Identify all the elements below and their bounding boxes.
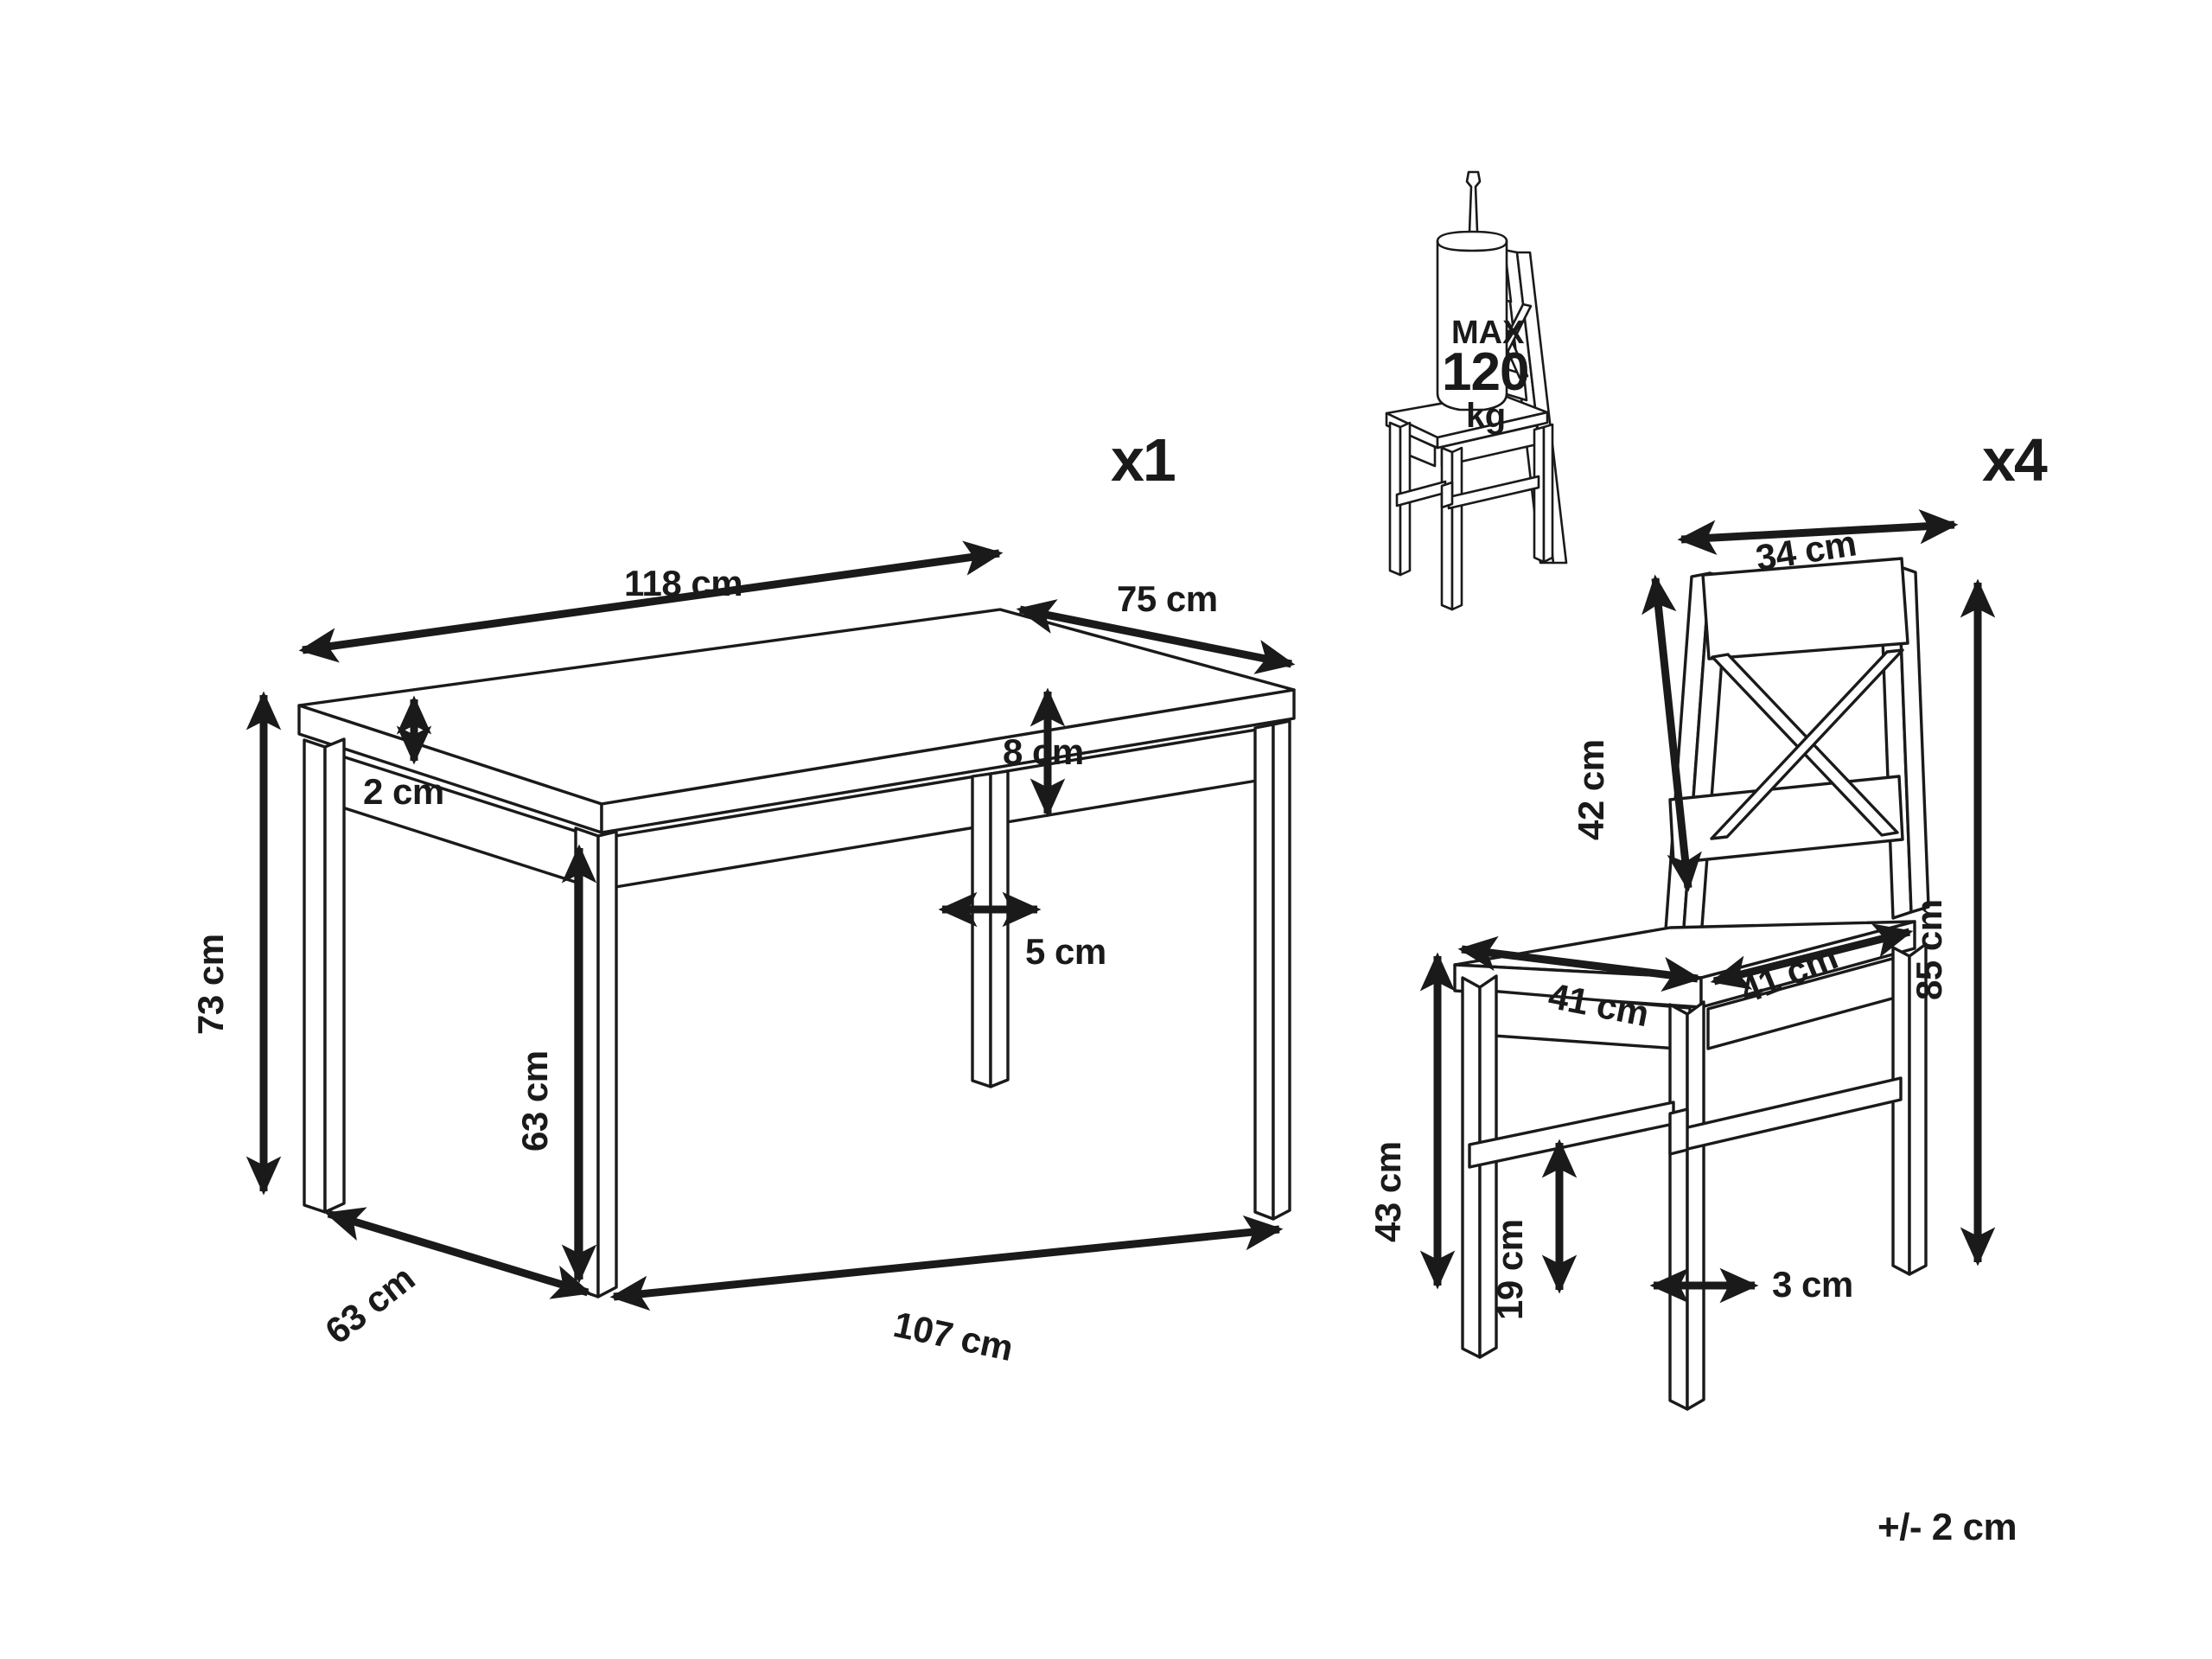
chair-thumbnail-illustration xyxy=(1385,170,1568,611)
dim-label-table-depth: 75 cm xyxy=(1117,578,1218,619)
load-value-label: 120 xyxy=(1442,342,1529,402)
dim-label-table-width: 118 cm xyxy=(624,563,743,603)
chair-quantity-label: x4 xyxy=(1982,426,2048,494)
dimension-arrows xyxy=(245,508,1996,1311)
dim-arrow-107 xyxy=(609,1215,1284,1311)
dim-label-clearance-height: 63 cm xyxy=(514,1050,555,1152)
tolerance-note: +/- 2 cm xyxy=(1877,1506,2018,1548)
dim-label-apron-height: 8 cm xyxy=(1003,731,1084,772)
dim-label-stretcher-height: 19 cm xyxy=(1489,1219,1530,1320)
dim-label-backrest-height: 42 cm xyxy=(1571,739,1611,840)
dim-label-top-thickness: 2 cm xyxy=(363,771,444,812)
dim-label-leg-width: 5 cm xyxy=(1025,931,1106,972)
dim-label-seat-height: 43 cm xyxy=(1367,1141,1408,1242)
dim-arrow-41w xyxy=(1457,935,1702,992)
dim-arrow-42 xyxy=(1641,574,1702,892)
dim-arrow-75 xyxy=(1016,599,1296,674)
dim-label-table-height: 73 cm xyxy=(190,934,231,1035)
table-illustration xyxy=(297,608,1296,1298)
dim-label-leg-thickness: 3 cm xyxy=(1772,1264,1853,1305)
dim-label-chair-height: 85 cm xyxy=(1909,899,1949,1000)
dim-arrow-63d xyxy=(324,1207,592,1299)
table-quantity-label: x1 xyxy=(1111,426,1176,494)
dim-arrow-41d xyxy=(1710,923,1914,990)
load-unit-label: kg xyxy=(1466,397,1506,435)
load-max-label: MAX xyxy=(1451,315,1525,351)
dim-arrow-34 xyxy=(1677,508,1959,556)
dim-arrow-118 xyxy=(298,540,1004,663)
